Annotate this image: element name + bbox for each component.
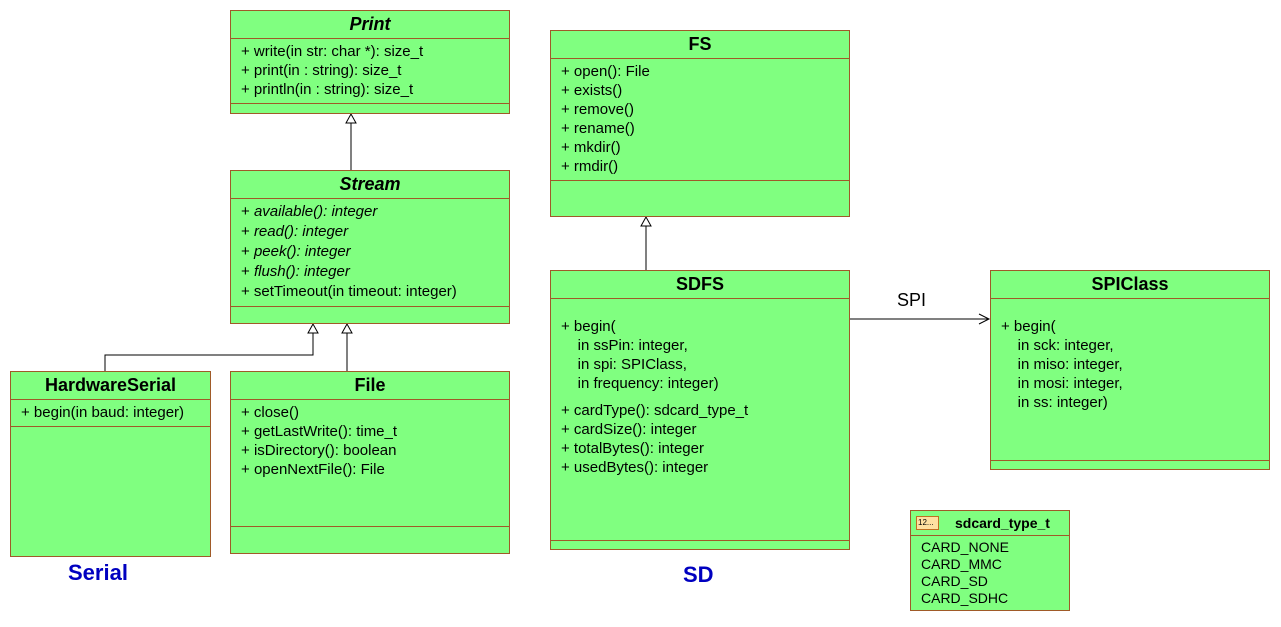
operation: + totalBytes(): integer: [561, 440, 704, 457]
class-fs-operations: + open(): File + exists() + remove() + r…: [551, 59, 849, 181]
sdfs-fs-arrowhead: [640, 215, 652, 227]
operation: + begin(in baud: integer): [21, 404, 185, 421]
operation: + cardSize(): integer: [561, 421, 697, 438]
class-print[interactable]: Print + write(in str: char *): size_t + …: [230, 10, 510, 114]
class-hardware-serial[interactable]: HardwareSerial + begin(in baud: integer): [10, 371, 211, 557]
enum-value: CARD_MMC: [921, 556, 1002, 572]
operation: + remove(): [561, 101, 634, 118]
class-fs[interactable]: FS + open(): File + exists() + remove() …: [550, 30, 850, 217]
file-stream-arrowhead: [341, 322, 353, 334]
enumeration-icon: 12...: [916, 516, 939, 530]
class-file[interactable]: File + close() + getLastWrite(): time_t …: [230, 371, 510, 554]
class-sdfs-title: SDFS: [551, 271, 849, 299]
operation: + rmdir(): [561, 158, 619, 175]
class-spiclass[interactable]: SPIClass + begin( in sck: integer, in mi…: [990, 270, 1270, 470]
class-file-operations: + close() + getLastWrite(): time_t + isD…: [231, 400, 509, 527]
class-spiclass-operations: + begin( in sck: integer, in miso: integ…: [991, 299, 1269, 461]
class-hardware-serial-operations: + begin(in baud: integer): [11, 400, 210, 427]
enum-name: sdcard_type_t: [955, 515, 1050, 531]
operation: openNextFile(): File: [253, 461, 385, 478]
association-label: SPI: [897, 290, 927, 310]
operation: + open(): File: [561, 63, 650, 80]
begin-line: in spi: SPIClass,: [561, 356, 687, 373]
class-spiclass-title: SPIClass: [991, 271, 1269, 299]
operation: + setTimeout(in timeout: integer): [241, 283, 457, 300]
operation: + close(): [241, 404, 299, 421]
package-label-serial: Serial: [68, 560, 128, 585]
operation: + cardType(): sdcard_type_t: [561, 402, 749, 419]
class-hardware-serial-title: HardwareSerial: [11, 372, 210, 400]
class-print-title: Print: [231, 11, 509, 39]
hardwareserial-stream-arrowhead: [307, 322, 319, 334]
enum-values: CARD_NONE CARD_MMC CARD_SD CARD_SDHC: [911, 536, 1069, 610]
begin-line: in ssPin: integer,: [561, 337, 688, 354]
begin-line: + begin(: [561, 318, 616, 335]
class-file-title: File: [231, 372, 509, 400]
operation: available(): integer: [253, 203, 378, 220]
class-fs-title: FS: [551, 31, 849, 59]
class-print-operations: + write(in str: char *): size_t + print(…: [231, 39, 509, 104]
enum-value: CARD_SDHC: [921, 590, 1009, 606]
enum-sdcard-type[interactable]: 12... sdcard_type_t CARD_NONE CARD_MMC CA…: [910, 510, 1070, 611]
operation: getLastWrite(): time_t: [253, 423, 398, 440]
operation: + exists(): [561, 82, 623, 99]
operation: peek(): integer: [253, 243, 351, 260]
operation: + mkdir(): [561, 139, 621, 156]
operation: + write(in str: char *): size_t: [241, 43, 424, 60]
operation: + usedBytes(): integer: [561, 459, 709, 476]
operation: + rename(): [561, 120, 635, 137]
begin-line: in ss: integer): [1001, 394, 1108, 411]
package-label-sd: SD: [683, 562, 714, 587]
enum-value: CARD_NONE: [921, 539, 1009, 555]
begin-line: + begin(: [1001, 318, 1056, 335]
begin-line: in mosi: integer,: [1001, 375, 1123, 392]
association-arrowhead: [978, 313, 991, 325]
enum-value: CARD_SD: [921, 573, 988, 589]
operation: isDirectory(): boolean: [253, 442, 397, 459]
operation: read(): integer: [253, 223, 349, 240]
class-sdfs-operations: + begin( in ssPin: integer, in spi: SPIC…: [551, 299, 849, 541]
enum-title: 12... sdcard_type_t: [911, 511, 1069, 536]
operation: flush(): integer: [253, 263, 350, 280]
class-sdfs[interactable]: SDFS + begin( in ssPin: integer, in spi:…: [550, 270, 850, 550]
class-stream-title: Stream: [231, 171, 509, 199]
begin-line: in frequency: integer): [561, 375, 719, 392]
class-stream-operations: + available(): integer + read(): integer…: [231, 199, 509, 307]
stream-print-arrowhead: [345, 112, 357, 124]
hardwareserial-stream-generalization: [104, 332, 314, 371]
operation: + print(in : string): size_t: [241, 62, 402, 79]
begin-line: in miso: integer,: [1001, 356, 1123, 373]
class-stream[interactable]: Stream + available(): integer + read(): …: [230, 170, 510, 324]
operation: + println(in : string): size_t: [241, 81, 414, 98]
begin-line: in sck: integer,: [1001, 337, 1114, 354]
